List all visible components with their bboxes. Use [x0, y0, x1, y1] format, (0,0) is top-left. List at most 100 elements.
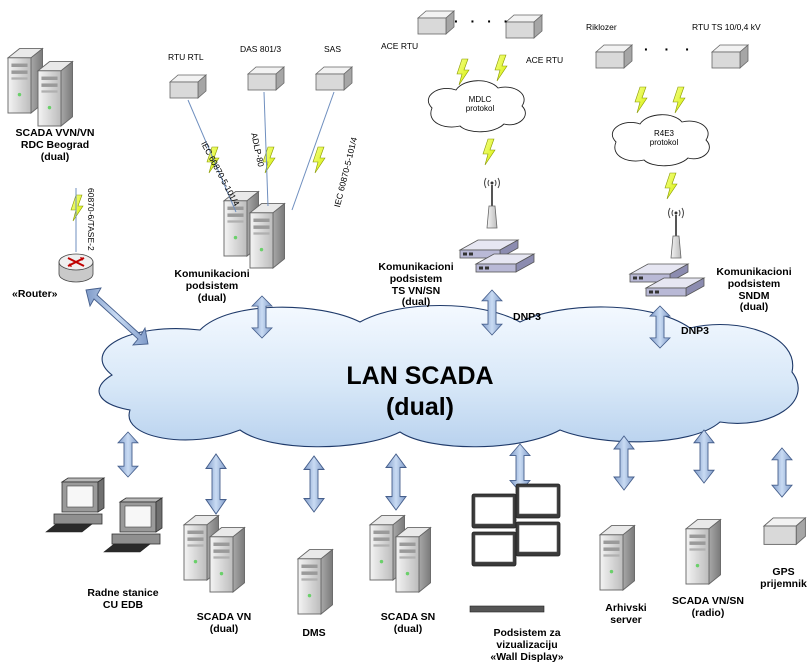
ace-rtu-label-left: ACE RTU — [381, 41, 419, 51]
ace-rtu-box-left — [417, 10, 455, 35]
scada-vn-label: SCADA VN (dual) — [184, 611, 264, 636]
lan-title-line2: (dual) — [385, 393, 455, 422]
scada-vn-line2: (dual) — [209, 622, 239, 635]
sas-label: SAS — [324, 44, 342, 54]
kom-ts-device-icon — [459, 239, 535, 273]
das-label: DAS 801/3 — [240, 44, 282, 54]
kom-dual-label: Komunikacioni podsistem (dual) — [172, 268, 252, 304]
router-icon — [58, 253, 94, 283]
iccp-link-label: 60870-6/TASE-2 — [86, 188, 96, 251]
radne-line2: CU EDB — [102, 598, 144, 611]
scada-radio-label: SCADA VN/SN (radio) — [668, 595, 748, 620]
kom-dual-line1: Komunikacioni — [174, 268, 250, 280]
bolt-icon-ace-left — [456, 58, 470, 86]
mdlc-label: MDLC protokol — [440, 95, 520, 114]
kom-sndm-device-icon — [629, 263, 705, 297]
link-arrow-scada-vn — [205, 453, 227, 515]
kom-ts-line4: (dual) — [401, 296, 431, 309]
lan-title-line1: LAN SCADA — [346, 362, 494, 390]
arhiv-line2: server — [610, 613, 642, 626]
scada-radio-line2: (radio) — [691, 606, 725, 619]
riklozer-box — [595, 44, 633, 69]
link-arrow-radio — [693, 429, 715, 484]
kom-sndm-line3: SNDM — [738, 289, 770, 302]
lan-title: LAN SCADA (dual) — [290, 361, 550, 424]
scada-sn-server-icon — [369, 515, 432, 593]
dms-label: DMS — [302, 627, 326, 639]
mdlc-cloud — [427, 80, 526, 133]
scada-vvn-line1: SCADA VVN/VN — [15, 127, 95, 139]
scada-vvn-line3: (dual) — [40, 150, 70, 163]
wall-label: Podsistem za vizualizaciju «Wall Display… — [482, 627, 572, 663]
dnp3-label-sndm: DNP3 — [681, 325, 710, 337]
bolt-icon-sas — [312, 146, 326, 174]
wall-line1: Podsistem za — [493, 627, 561, 639]
link-arrow-scada-sn — [385, 453, 407, 511]
router-link-arrow — [85, 287, 149, 346]
kom-ts-label: Komunikacioni podsistem TS VN/SN (dual) — [374, 261, 458, 309]
bolt-icon-rik — [634, 86, 648, 114]
scada-vvn-line2: RDC Beograd — [20, 138, 90, 151]
mdlc-line2: protokol — [465, 103, 495, 113]
bolt-icon-mdlc — [482, 138, 496, 166]
kom-ts-line2: podsistem — [389, 272, 443, 285]
scada-sn-label: SCADA SN (dual) — [368, 611, 448, 636]
scada-sn-line1: SCADA SN — [380, 611, 436, 623]
bolt-icon-rtuts — [672, 86, 686, 114]
wall-line2: vizualizaciju — [496, 638, 558, 651]
kom-dual-line2: podsistem — [185, 279, 239, 292]
ace-rtu-label-right: ACE RTU — [526, 55, 564, 65]
scada-vvn-label: SCADA VVN/VN RDC Beograd (dual) — [0, 127, 110, 163]
link-arrow-dms — [303, 455, 325, 513]
riklozer-dots: · · · — [644, 41, 696, 57]
scada-vn-server-icon — [183, 515, 246, 593]
arhiv-server-icon — [599, 525, 636, 591]
das-box — [247, 66, 285, 91]
wall-line3: «Wall Display» — [490, 650, 564, 663]
bolt-icon-r4e3 — [664, 172, 678, 200]
rtu-rtl-box — [169, 74, 207, 99]
antenna-icon-sndm — [667, 207, 685, 259]
kom-dual-line3: (dual) — [197, 291, 227, 304]
r4e3-line2: protokol — [649, 137, 679, 147]
gps-line1: GPS — [772, 567, 795, 578]
antenna-icon-ts — [483, 177, 501, 229]
gps-label: GPS prijemnik — [756, 567, 811, 591]
gps-box-icon — [763, 517, 806, 545]
scada-sn-line2: (dual) — [393, 622, 423, 635]
kom-ts-line3: TS VN/SN — [391, 284, 441, 297]
wall-display-icon — [469, 483, 561, 613]
bolt-icon-iccp — [70, 194, 84, 222]
rtu-rtl-label: RTU RTL — [168, 52, 204, 62]
kom-sndm-label: Komunikacioni podsistem SNDM (dual) — [712, 266, 796, 314]
mdlc-line1: MDLC — [468, 95, 492, 104]
scada-radio-line1: SCADA VN/SN — [672, 595, 744, 607]
r4e3-cloud — [611, 114, 710, 167]
r4e3-line1: R4E3 — [653, 129, 674, 138]
arhiv-label: Arhivski server — [596, 602, 656, 627]
ace-dots: · · · · — [454, 13, 513, 29]
sas-box — [315, 66, 353, 91]
dms-server-icon — [297, 549, 334, 615]
r4e3-label: R4E3 protokol — [624, 129, 704, 148]
link-arrow-arhiv — [613, 435, 635, 491]
rtu-ts-label: RTU TS 10/0,4 kV — [692, 22, 761, 32]
scada-vn-line1: SCADA VN — [196, 611, 252, 623]
router-label: «Router» — [12, 288, 58, 300]
gps-line2: prijemnik — [760, 577, 807, 590]
radne-line1: Radne stanice — [87, 587, 159, 599]
bolt-icon-ace-right — [494, 54, 508, 82]
radne-label: Radne stanice CU EDB — [78, 587, 168, 612]
kom-sndm-line2: podsistem — [727, 277, 781, 290]
link-arrow-gps — [771, 447, 793, 498]
riklozer-label: Riklozer — [586, 22, 617, 32]
link-arrow-radne — [117, 431, 139, 478]
dnp3-label-ts: DNP3 — [513, 311, 542, 323]
scada-vvn-server-icon — [7, 48, 74, 127]
lan-cloud — [98, 304, 799, 448]
scada-radio-server-icon — [685, 519, 722, 585]
kom-ts-line1: Komunikacioni — [378, 261, 454, 273]
kom-sndm-line1: Komunikacioni — [716, 266, 792, 278]
